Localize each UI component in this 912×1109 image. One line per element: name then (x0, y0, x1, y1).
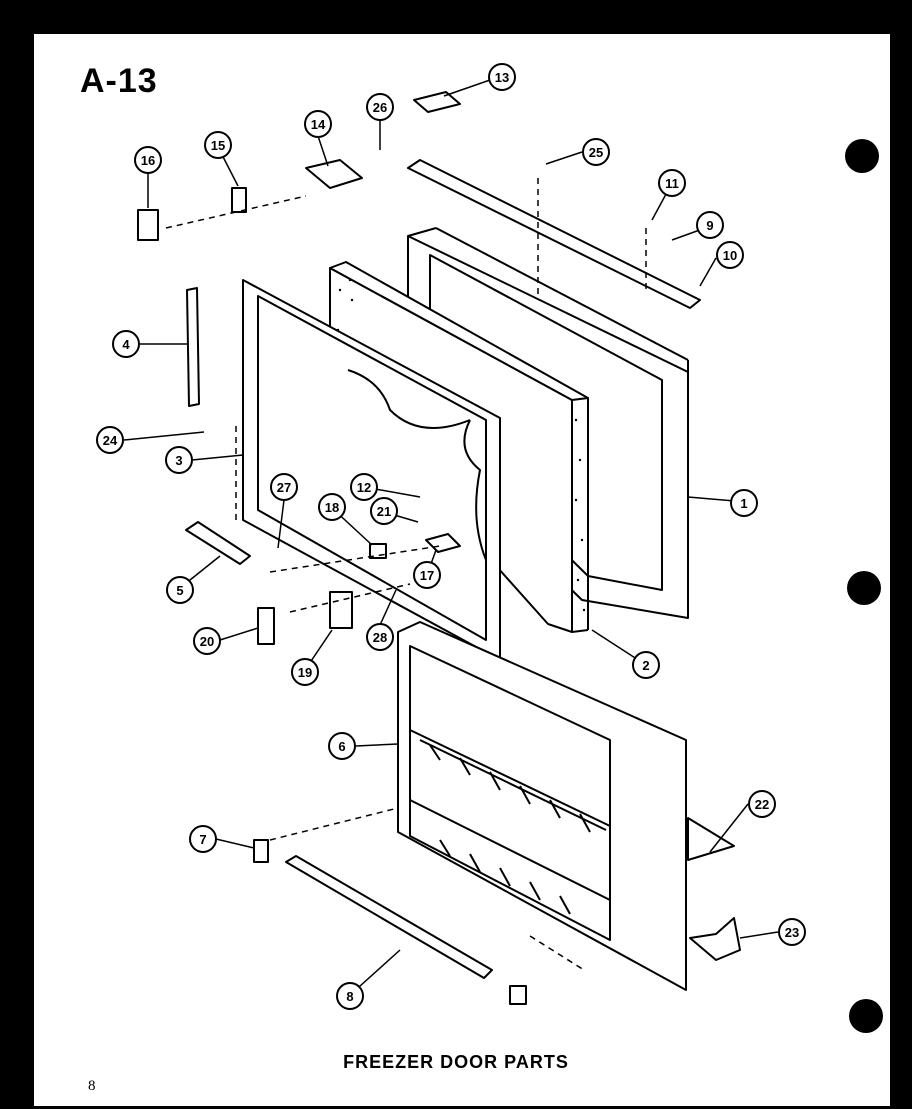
svg-text:18: 18 (325, 500, 339, 515)
svg-text:14: 14 (311, 117, 326, 132)
svg-text:28: 28 (373, 630, 387, 645)
svg-text:26: 26 (373, 100, 387, 115)
svg-text:11: 11 (665, 176, 679, 191)
callout-13: 13 (488, 63, 516, 91)
svg-text:7: 7 (199, 832, 206, 847)
part-6-inner-door-liner (397, 621, 687, 991)
callout-6: 6 (328, 732, 356, 760)
part-4-side-strip (186, 287, 200, 407)
svg-text:6: 6 (338, 739, 345, 754)
svg-text:8: 8 (346, 989, 353, 1004)
callout-18: 18 (318, 493, 346, 521)
binder-hole-top (845, 139, 879, 173)
callout-10: 10 (716, 241, 744, 269)
callout-24: 24 (96, 426, 124, 454)
part-13-hinge-pin (413, 91, 461, 113)
page-code: A-13 (80, 62, 158, 100)
part-7-hinge-bracket (253, 839, 269, 863)
svg-text:2: 2 (642, 658, 649, 673)
callout-20: 20 (193, 627, 221, 655)
callout-9: 9 (696, 211, 724, 239)
callout-4: 4 (112, 330, 140, 358)
assembly-guides (165, 178, 647, 971)
part-23-door-stop (689, 917, 741, 961)
svg-text:3: 3 (175, 453, 182, 468)
svg-text:21: 21 (377, 504, 391, 519)
part-16-hinge-block (137, 209, 159, 241)
part-22-gasket-wedge (687, 817, 735, 861)
svg-text:27: 27 (277, 480, 291, 495)
callout-28: 28 (366, 623, 394, 651)
page-number: 8 (88, 1078, 96, 1094)
callout-26: 26 (366, 93, 394, 121)
svg-text:24: 24 (103, 433, 118, 448)
callout-16: 16 (134, 146, 162, 174)
part-14-hinge-plate (305, 159, 363, 189)
svg-text:9: 9 (706, 218, 713, 233)
callout-5: 5 (166, 576, 194, 604)
callout-11: 11 (658, 169, 686, 197)
callout-14: 14 (304, 110, 332, 138)
callout-2: 2 (632, 651, 660, 679)
callout-12: 12 (350, 473, 378, 501)
svg-text:1: 1 (740, 496, 747, 511)
part-5-bottom-strip (185, 521, 251, 565)
svg-text:23: 23 (785, 925, 799, 940)
svg-text:17: 17 (420, 568, 434, 583)
part-8-bottom-trim (285, 855, 493, 979)
callout-8: 8 (336, 982, 364, 1010)
callout-19: 19 (291, 658, 319, 686)
svg-text:20: 20 (200, 634, 214, 649)
part-15-hinge-shim (231, 187, 247, 213)
callout-21: 21 (370, 497, 398, 525)
callout-1: 1 (730, 489, 758, 517)
callout-17: 17 (413, 561, 441, 589)
svg-text:5: 5 (176, 583, 183, 598)
callout-3: 3 (165, 446, 193, 474)
binder-hole-middle (847, 571, 881, 605)
svg-text:15: 15 (211, 138, 225, 153)
svg-text:19: 19 (298, 665, 312, 680)
binder-hole-bottom (849, 999, 883, 1033)
svg-text:16: 16 (141, 153, 155, 168)
svg-text:13: 13 (495, 70, 509, 85)
svg-text:10: 10 (723, 248, 737, 263)
callout-25: 25 (582, 138, 610, 166)
diagram-caption: FREEZER DOOR PARTS (343, 1052, 569, 1072)
svg-text:4: 4 (122, 337, 130, 352)
part-10-top-cap (407, 159, 701, 309)
svg-text:25: 25 (589, 145, 603, 160)
callout-15: 15 (204, 131, 232, 159)
svg-text:22: 22 (755, 797, 769, 812)
callout-22: 22 (748, 790, 776, 818)
callout-23: 23 (778, 918, 806, 946)
part-8-end-cap (509, 985, 527, 1005)
callout-27: 27 (270, 473, 298, 501)
callout-7: 7 (189, 825, 217, 853)
svg-text:12: 12 (357, 480, 371, 495)
part-20-shim-plate (257, 607, 275, 645)
